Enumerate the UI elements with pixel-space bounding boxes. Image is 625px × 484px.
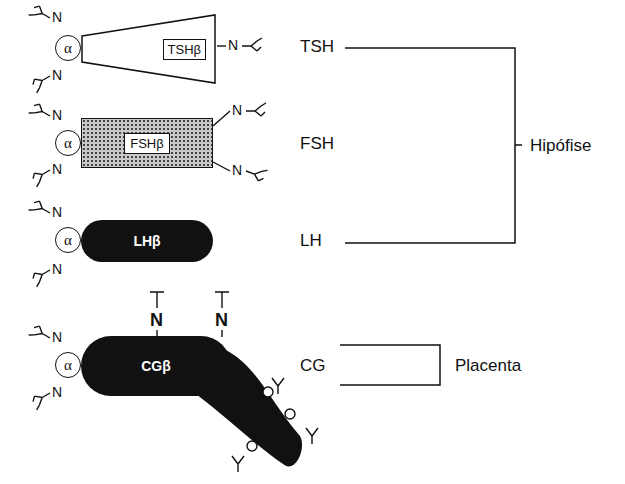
subunit-label: α [64,358,72,373]
subunit-label: α [64,233,72,248]
beta-subunit: TSHβ [81,14,216,84]
glycan-site: N [52,108,62,122]
glycan-site: N [52,385,62,399]
glycan-site: N [215,311,228,329]
origin-label: Placenta [455,357,521,374]
subunit-label: FSHβ [124,133,169,154]
glycan-site: N [232,163,242,177]
glycan-site: N [52,10,62,24]
hormone-name: LH [300,232,322,249]
glycan-site: N [52,262,62,276]
subunit-label: α [64,41,72,56]
alpha-subunit: α [55,35,81,61]
glycan-site: N [150,311,163,329]
beta-subunit: FSHβ [81,118,213,168]
glycan-site: N [228,38,238,52]
subunit-label: α [64,136,72,151]
glycan-site: N [52,205,62,219]
alpha-subunit: α [55,352,81,378]
glycan-site: N [232,103,242,117]
hormone-name: CG [300,357,326,374]
subunit-label: TSHβ [163,39,206,60]
glycan-site: N [52,330,62,344]
alpha-subunit: α [55,227,81,253]
hormone-name: TSH [300,38,334,55]
glycan-site: N [52,68,62,82]
hormone-name: FSH [300,135,334,152]
beta-subunit: LHβ [81,220,213,262]
origin-label: Hipófise [530,137,591,154]
alpha-subunit: α [55,130,81,156]
subunit-label: LHβ [133,233,160,249]
subunit-label: CGβ [141,358,171,374]
glycan-site: N [52,162,62,176]
beta-subunit: CGβ [81,336,231,396]
